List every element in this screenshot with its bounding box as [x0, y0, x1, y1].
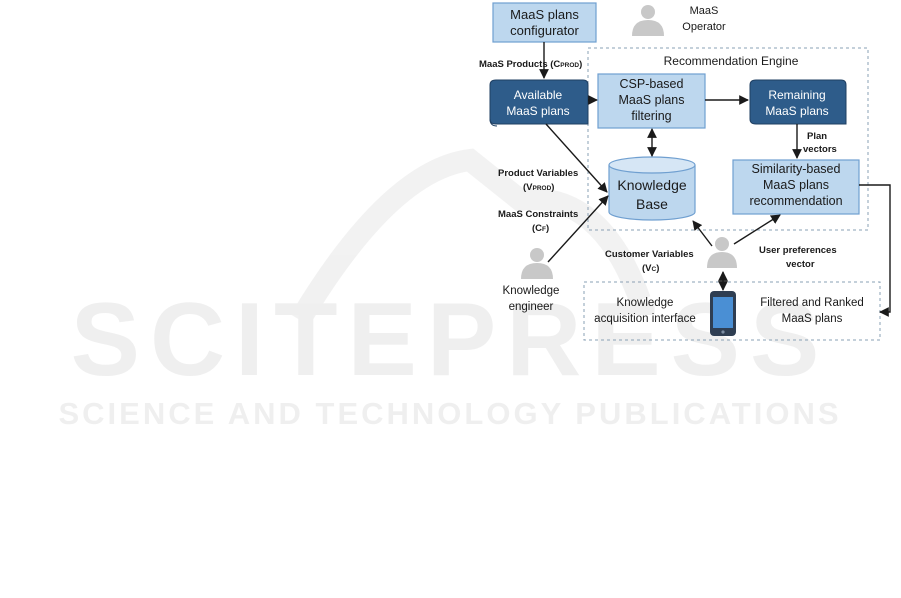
- similarity-box: Similarity-based MaaS plans recommendati…: [732, 159, 860, 215]
- plan-vectors-line1: Plan: [807, 131, 827, 142]
- customer-variables-line1: Customer Variables: [605, 249, 694, 260]
- arrow-customer-to-similarity: [733, 214, 781, 245]
- csp-filtering-box: CSP-based MaaS plans filtering: [597, 73, 706, 129]
- configurator-line2: configurator: [510, 23, 579, 38]
- watermark-main: SCITEPRESS: [71, 282, 830, 398]
- csp-line3: filtering: [631, 109, 671, 123]
- remaining-plans-scroll: Remaining MaaS plans: [749, 79, 847, 125]
- acq-interface-line2: acquisition interface: [594, 313, 696, 325]
- connectors: [539, 42, 891, 317]
- csp-line2: MaaS plans: [618, 93, 684, 107]
- configurator-box: MaaS plans configurator: [492, 2, 597, 43]
- arrow-customer-to-kb: [692, 220, 713, 247]
- maas-products-label: MaaS Products (CPROD): [479, 59, 582, 70]
- available-line2: MaaS plans: [506, 104, 569, 118]
- user-pref-line2: vector: [786, 259, 815, 270]
- knowledge-base-cylinder: Knowledge Base: [608, 156, 696, 221]
- configurator-line1: MaaS plans: [510, 7, 579, 22]
- available-line1: Available: [514, 88, 563, 102]
- smartphone-icon: [710, 291, 736, 336]
- arrow-similarity-to-results: [859, 184, 891, 317]
- engineer-label-line2: engineer: [509, 301, 554, 313]
- customer-person-icon: [707, 237, 737, 268]
- maas-constraints-line2: (CF): [532, 223, 549, 234]
- product-variables-line2: (VPROD): [523, 182, 554, 193]
- watermark-arc: [290, 148, 651, 326]
- kb-line2: Base: [636, 196, 668, 212]
- product-variables-line1: Product Variables: [498, 168, 578, 179]
- similarity-line2: MaaS plans: [763, 178, 829, 192]
- filtered-line2: MaaS plans: [782, 313, 843, 325]
- similarity-line1: Similarity-based: [752, 162, 841, 176]
- available-plans-scroll: Available MaaS plans: [489, 79, 589, 127]
- csp-line1: CSP-based: [620, 77, 684, 91]
- remaining-line2: MaaS plans: [765, 104, 828, 118]
- kb-line1: Knowledge: [617, 177, 686, 193]
- arrow-available-to-kb: [545, 123, 608, 193]
- watermark-sub: SCIENCE AND TECHNOLOGY PUBLICATIONS: [58, 396, 841, 431]
- plan-vectors-line2: vectors: [803, 144, 837, 155]
- operator-label-line1: MaaS: [690, 5, 719, 17]
- filtered-line1: Filtered and Ranked: [760, 297, 864, 309]
- customer-variables-line2: (VC): [642, 263, 659, 274]
- watermark: SCITEPRESS SCIENCE AND TECHNOLOGY PUBLIC…: [58, 148, 841, 431]
- remaining-line1: Remaining: [768, 88, 825, 102]
- acq-interface-line1: Knowledge: [617, 297, 674, 309]
- operator-person-icon: [632, 5, 664, 36]
- similarity-line3: recommendation: [749, 194, 842, 208]
- engine-title: Recommendation Engine: [664, 54, 799, 68]
- engineer-person-icon: [521, 248, 553, 279]
- maas-constraints-line1: MaaS Constraints: [498, 209, 578, 220]
- operator-label-line2: Operator: [682, 21, 726, 33]
- recommendation-engine-region: [587, 47, 869, 231]
- engineer-label-line1: Knowledge: [503, 285, 560, 297]
- user-pref-line1: User preferences: [759, 245, 837, 256]
- arrow-engineer-to-kb: [547, 195, 609, 263]
